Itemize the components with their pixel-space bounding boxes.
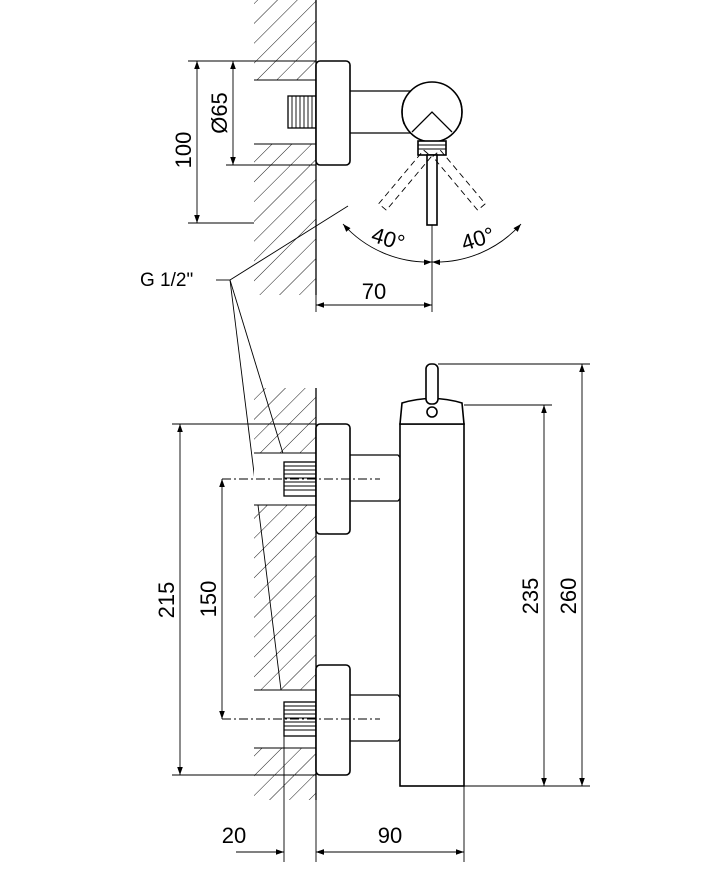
flange-lower	[315, 664, 351, 776]
dim-90: 90	[378, 823, 402, 848]
dim-235: 235	[518, 578, 543, 615]
front-view: 215 150 235 260 20 90	[154, 363, 590, 862]
dim-70: 70	[362, 279, 386, 304]
flange-top	[315, 60, 351, 166]
dim-215: 215	[154, 582, 179, 619]
dim-260: 260	[556, 578, 581, 615]
label-thread: G 1/2"	[140, 270, 193, 291]
valve-body-front	[399, 423, 465, 787]
angle-arc-right	[431, 223, 522, 266]
dim-angle-right: 40°	[458, 222, 497, 256]
lever-front	[425, 363, 439, 405]
inlet-upper	[283, 461, 317, 497]
angle-arc-left	[342, 223, 433, 266]
wall-hatch-top	[254, 0, 316, 295]
top-view: 40° 40° 100 Ø65 70	[171, 0, 522, 312]
dim-20: 20	[222, 823, 246, 848]
dim-angle-left: 40°	[369, 222, 408, 256]
dim-100: 100	[171, 132, 196, 169]
dim-150: 150	[196, 581, 221, 618]
dim-diameter-65: Ø65	[207, 92, 232, 134]
